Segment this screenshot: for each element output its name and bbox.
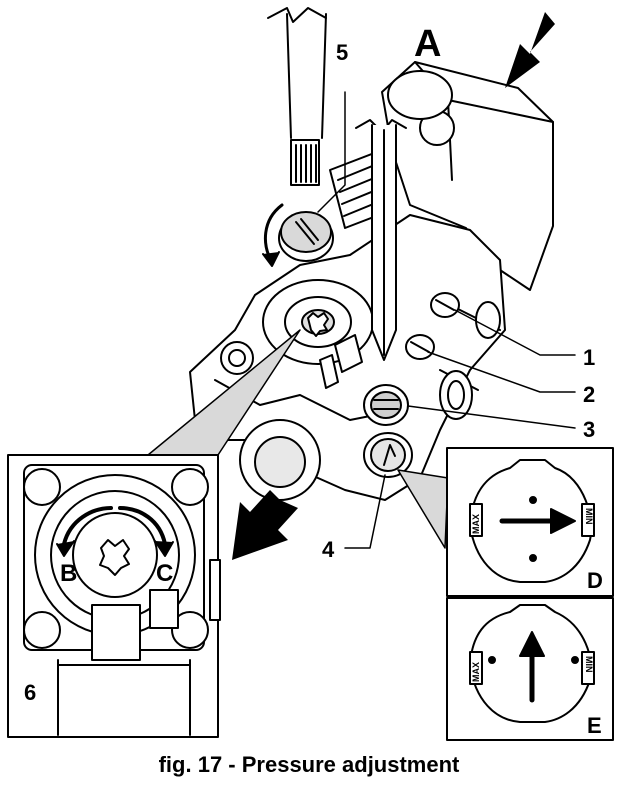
inset-label-c: C <box>156 560 173 587</box>
adjusting-screws <box>405 292 460 360</box>
regulator-cap-screw <box>262 203 334 267</box>
screwdriver-upper <box>267 7 327 186</box>
callout-5: 5 <box>336 40 348 65</box>
selector-dial <box>363 432 413 478</box>
dial-e-min-label: MIN <box>584 656 594 673</box>
dial-d-min-label: MIN <box>584 508 594 525</box>
flow-arrows <box>232 12 555 560</box>
inset-dial-d <box>446 447 614 597</box>
dial-d-max-label: MAX <box>471 514 481 534</box>
inset-dial-e <box>446 597 614 741</box>
callout-1: 1 <box>583 345 595 370</box>
screwdriver-centre <box>355 119 407 361</box>
callout-4: 4 <box>322 537 335 562</box>
inset-regulator-detail <box>7 454 221 738</box>
callout-6: 6 <box>24 680 36 705</box>
inset-label-e: E <box>587 713 602 738</box>
inset-label-b: B <box>60 560 77 587</box>
pressure-test-point <box>363 384 409 426</box>
callout-3: 3 <box>583 417 595 442</box>
dial-e-max-label: MAX <box>471 662 481 682</box>
figure-caption: fig. 17 - Pressure adjustment <box>158 752 460 777</box>
callout-2: 2 <box>583 382 595 407</box>
inset-label-d: D <box>587 568 603 593</box>
view-label-a: A <box>414 23 441 65</box>
